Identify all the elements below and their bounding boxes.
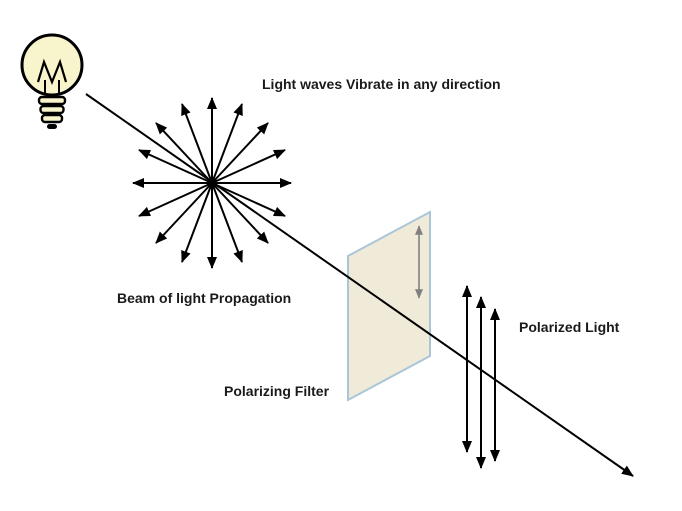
wave-arrow: [211, 182, 286, 217]
label-polarized-light: Polarized Light: [519, 319, 620, 335]
light-waves-starburst: [132, 97, 292, 269]
bulb-filament: [36, 58, 68, 85]
bulb-screw-band: [37, 95, 67, 106]
bulb-screw-band: [40, 113, 64, 124]
light-bulb-icon: [20, 33, 84, 129]
label-beam-of-light: Beam of light Propagation: [117, 290, 291, 306]
label-light-waves-vibrate: Light waves Vibrate in any direction: [262, 76, 501, 92]
wave-arrow: [181, 182, 213, 263]
wave-arrow: [211, 103, 243, 184]
wave-arrow: [155, 182, 213, 244]
bulb-tip: [47, 124, 57, 129]
wave-arrow: [211, 149, 286, 184]
bulb-screw-band: [39, 104, 65, 115]
wave-arrow: [211, 122, 269, 184]
wave-arrow: [211, 182, 269, 244]
wave-arrow: [181, 103, 213, 184]
wave-arrow: [211, 182, 243, 263]
wave-arrow: [155, 122, 213, 184]
beam-propagation-arrow: [85, 93, 634, 477]
label-polarizing-filter: Polarizing Filter: [224, 383, 330, 399]
wave-arrow: [138, 182, 213, 217]
wave-arrow: [138, 149, 213, 184]
bulb-glass: [20, 33, 84, 97]
polarized-light-arrows: [462, 285, 500, 469]
